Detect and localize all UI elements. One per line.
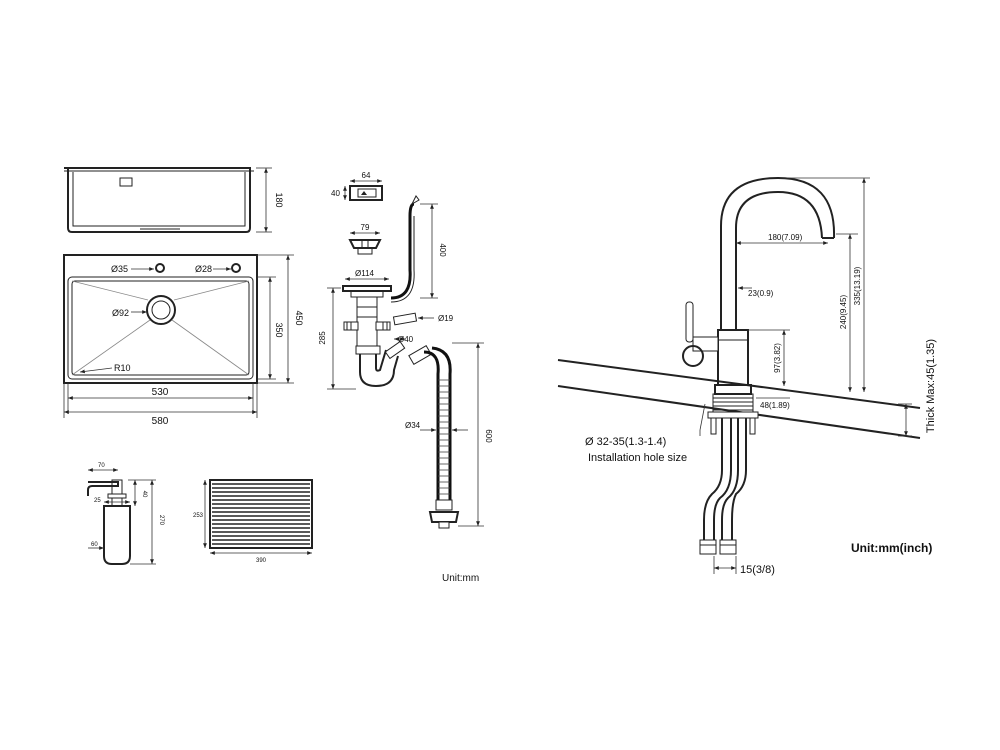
roll-up-mat: 253 390 [193, 479, 313, 564]
tap-hole-large-label: Ø35 [111, 264, 128, 274]
unit-label-right: Unit:mm(inch) [851, 541, 932, 555]
dispenser-top-width-label: 70 [98, 463, 105, 469]
mat-width-label: 390 [256, 558, 267, 564]
trap-height-label: 285 [318, 331, 327, 345]
sink-top-view: Ø35 Ø28 Ø92 R10 530 580 350 450 [63, 254, 304, 427]
waste-hose-length-label: 600 [484, 429, 493, 443]
dispenser-neck-height-label: 40 [141, 491, 147, 498]
waste-diameter-label: Ø34 [405, 421, 421, 430]
install-hole-diameter-label: Ø 32-35(1.3-1.4) [585, 436, 666, 448]
faucet-reach-label: 180(7.09) [768, 233, 803, 242]
faucet-drawing: 180(7.09) 23(0.9) 240(9.45) 335(13.19) 9… [557, 176, 937, 576]
mat-height-label: 253 [193, 513, 204, 519]
overflow-hose-length-label: 400 [438, 243, 447, 257]
faucet-spout-height-label: 240(9.45) [839, 295, 848, 330]
faucet-neck-label: 23(0.9) [748, 289, 774, 298]
pipe-diameter-label: Ø19 [438, 314, 454, 323]
faucet-total-height-label: 335(13.19) [853, 266, 862, 305]
outer-width-label: 580 [152, 416, 169, 427]
sink-side-view: 180 [64, 167, 284, 233]
hose-thread-label: 15(3/8) [740, 564, 775, 576]
install-hole-caption: Installation hole size [588, 452, 687, 464]
drain-diameter-label: Ø92 [112, 308, 129, 318]
basket-diameter-label: Ø114 [355, 269, 375, 278]
faucet-base-label: 48(1.89) [760, 401, 790, 410]
elbow-diameter-label: Ø40 [398, 335, 414, 344]
corner-radius-label: R10 [114, 363, 131, 373]
mat-bars [212, 483, 310, 545]
unit-label-left: Unit:mm [442, 573, 479, 584]
dispenser-total-height-label: 270 [158, 515, 164, 526]
strainer-diameter-label: 79 [361, 223, 370, 232]
corrugation [438, 379, 450, 495]
outer-height-label: 450 [294, 310, 304, 325]
soap-dispenser: 70 40 25 270 60 [87, 463, 164, 565]
faucet-handle-height-label: 97(3.82) [773, 343, 782, 373]
overflow-height-label: 40 [331, 189, 340, 198]
dispenser-neck-width-label: 25 [94, 498, 101, 504]
counter-thickness-label: Thick Max:45(1.35) [925, 339, 937, 433]
dispenser-bottle-width-label: 60 [91, 542, 98, 548]
overflow-width-label: 64 [362, 171, 371, 180]
drain-kit: 64 40 79 Ø114 400 Ø19 [318, 171, 493, 529]
inner-height-label: 350 [274, 322, 284, 337]
tap-hole-small-label: Ø28 [195, 264, 212, 274]
inner-width-label: 530 [152, 387, 169, 398]
sink-depth-label: 180 [274, 192, 284, 207]
